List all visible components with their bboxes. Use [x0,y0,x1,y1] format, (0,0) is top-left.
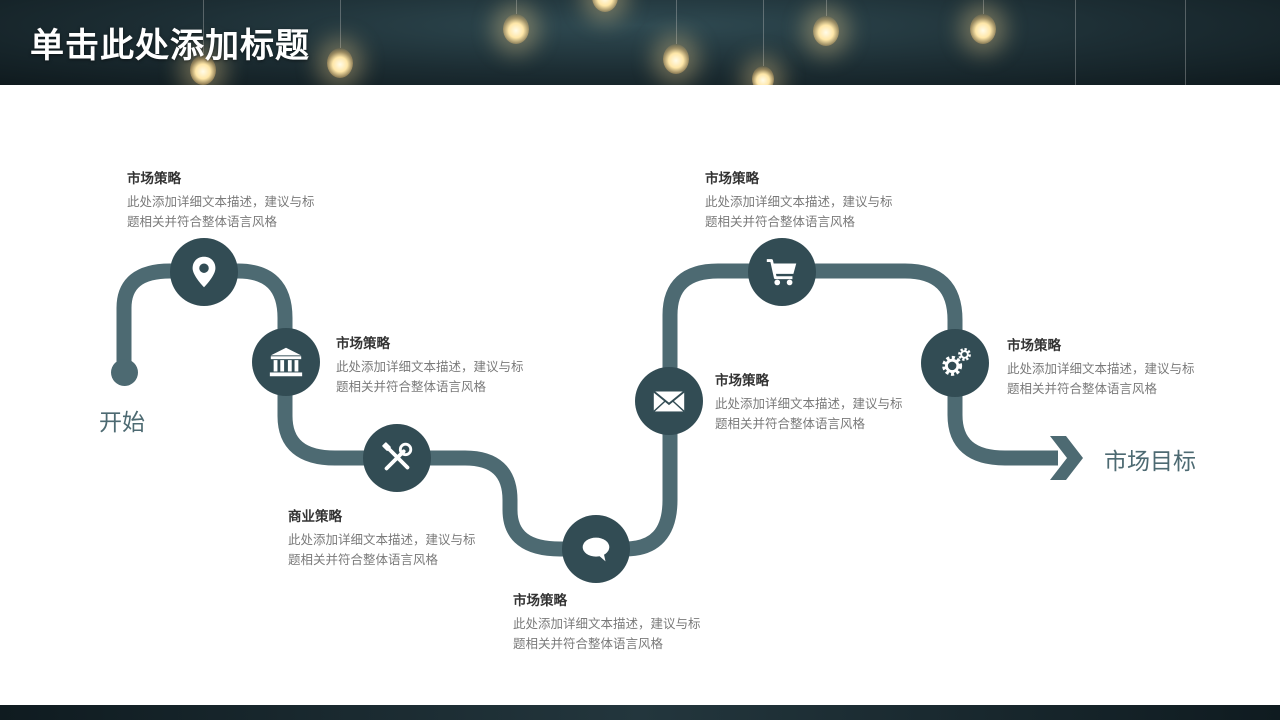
shopping-cart-icon [766,259,797,286]
bulb-wire [1075,0,1076,85]
step-node-6[interactable] [748,238,816,306]
step-node-1[interactable] [170,238,238,306]
envelope-icon [653,390,685,412]
step-node-7[interactable] [921,329,989,397]
bulb-wire [676,0,677,44]
step-description: 此处添加详细文本描述，建议与标题相关并符合整体语言风格 [705,194,893,229]
bank-icon [269,347,303,377]
bulb-wire [203,0,204,55]
step-text-1: 市场策略 此处添加详细文本描述，建议与标题相关并符合整体语言风格 [127,170,342,232]
light-bulb-decoration [752,66,774,85]
bulb-wire [826,0,827,16]
step-text-7: 市场策略 此处添加详细文本描述，建议与标题相关并符合整体语言风格 [1007,337,1222,399]
bulb-wire [983,0,984,14]
step-node-4[interactable] [562,515,630,583]
bulb-wire [1185,0,1186,85]
step-title: 商业策略 [288,509,342,525]
light-bulb-decoration [663,44,689,74]
end-label: 市场目标 [1104,449,1196,475]
bulb-wire [516,0,517,14]
header-banner: 单击此处添加标题 [0,0,1280,85]
footer-bar [0,705,1280,720]
bulb-wire [340,0,341,48]
step-title: 市场策略 [336,336,390,352]
bulb-wire [763,0,764,66]
light-bulb-decoration [503,14,529,44]
step-description: 此处添加详细文本描述，建议与标题相关并符合整体语言风格 [336,359,524,394]
step-title: 市场策略 [127,171,181,187]
path-line [116,263,1058,557]
gears-icon [942,348,971,376]
start-label: 开始 [99,410,145,436]
light-bulb-decoration [327,48,353,78]
step-text-2: 市场策略 此处添加详细文本描述，建议与标题相关并符合整体语言风格 [336,335,551,397]
step-title: 市场策略 [715,373,769,389]
step-text-6: 市场策略 此处添加详细文本描述，建议与标题相关并符合整体语言风格 [705,170,920,232]
step-description: 此处添加详细文本描述，建议与标题相关并符合整体语言风格 [288,532,476,567]
step-description: 此处添加详细文本描述，建议与标题相关并符合整体语言风格 [127,194,315,229]
chat-bubble-icon [582,537,610,562]
step-node-5[interactable] [635,367,703,435]
tools-icon [382,442,413,471]
light-bulb-decoration [813,16,839,46]
start-dot [111,359,138,386]
step-title: 市场策略 [705,171,759,187]
step-description: 此处添加详细文本描述，建议与标题相关并符合整体语言风格 [715,396,903,431]
step-text-3: 商业策略 此处添加详细文本描述，建议与标题相关并符合整体语言风格 [288,508,503,570]
light-bulb-decoration [970,14,996,44]
step-node-2[interactable] [252,328,320,396]
step-text-5: 市场策略 此处添加详细文本描述，建议与标题相关并符合整体语言风格 [715,372,930,434]
step-title: 市场策略 [1007,338,1061,354]
step-text-4: 市场策略 此处添加详细文本描述，建议与标题相关并符合整体语言风格 [513,592,728,654]
slide-title[interactable]: 单击此处添加标题 [30,26,310,66]
step-description: 此处添加详细文本描述，建议与标题相关并符合整体语言风格 [1007,361,1195,396]
map-pin-icon [192,256,216,288]
step-title: 市场策略 [513,593,567,609]
step-node-3[interactable] [363,424,431,492]
step-description: 此处添加详细文本描述，建议与标题相关并符合整体语言风格 [513,616,701,651]
light-bulb-decoration [190,55,216,85]
arrow-head-icon [1050,436,1083,480]
light-bulb-decoration [592,0,618,12]
